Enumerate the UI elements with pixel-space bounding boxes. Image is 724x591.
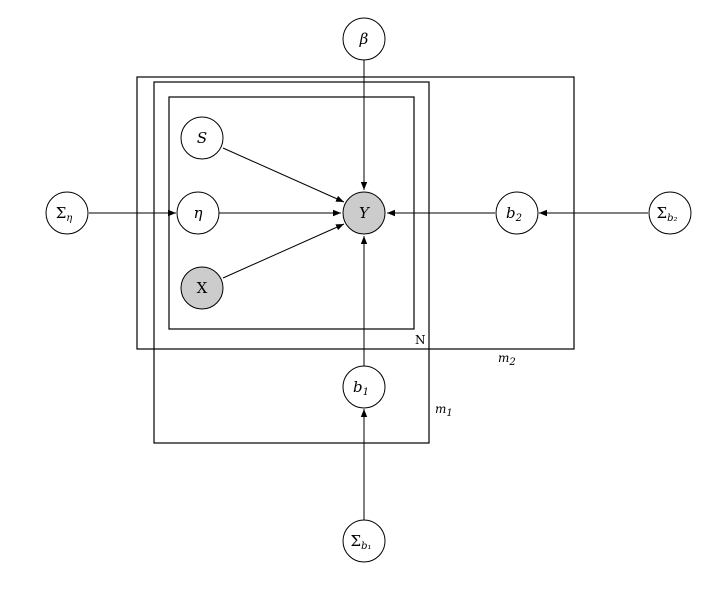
svg-text:β: β	[359, 30, 369, 48]
node-b2: b2	[495, 191, 539, 235]
svg-text:Σb₂: Σb₂	[656, 204, 677, 224]
plate-n-label: N	[415, 333, 426, 347]
node-sigma-eta: Ση	[45, 191, 89, 235]
plate-m1-label: m1	[435, 402, 453, 419]
svg-text:b2: b2	[506, 204, 522, 224]
node-sigma-b1: Σb₁	[342, 519, 386, 563]
svg-text:X: X	[197, 279, 208, 297]
node-eta: η	[176, 191, 220, 235]
node-beta: β	[342, 17, 386, 61]
svg-text:η: η	[194, 204, 203, 222]
svg-text:Ση: Ση	[56, 204, 73, 224]
node-s: S	[180, 116, 224, 160]
svg-text:S: S	[197, 129, 207, 147]
node-y: Y	[342, 191, 386, 235]
edge-x-y	[222, 223, 345, 279]
node-sigma-b2: Σb₂	[648, 191, 692, 235]
svg-text:b1: b1	[353, 378, 369, 398]
node-b1: b1	[342, 365, 386, 409]
plate-m1	[153, 81, 430, 444]
plate-m2-label: m2	[498, 351, 516, 368]
edge-s-y	[222, 147, 345, 203]
svg-text:Y: Y	[359, 204, 371, 222]
svg-text:Σb₁: Σb₁	[350, 532, 371, 552]
node-x: X	[180, 266, 224, 310]
